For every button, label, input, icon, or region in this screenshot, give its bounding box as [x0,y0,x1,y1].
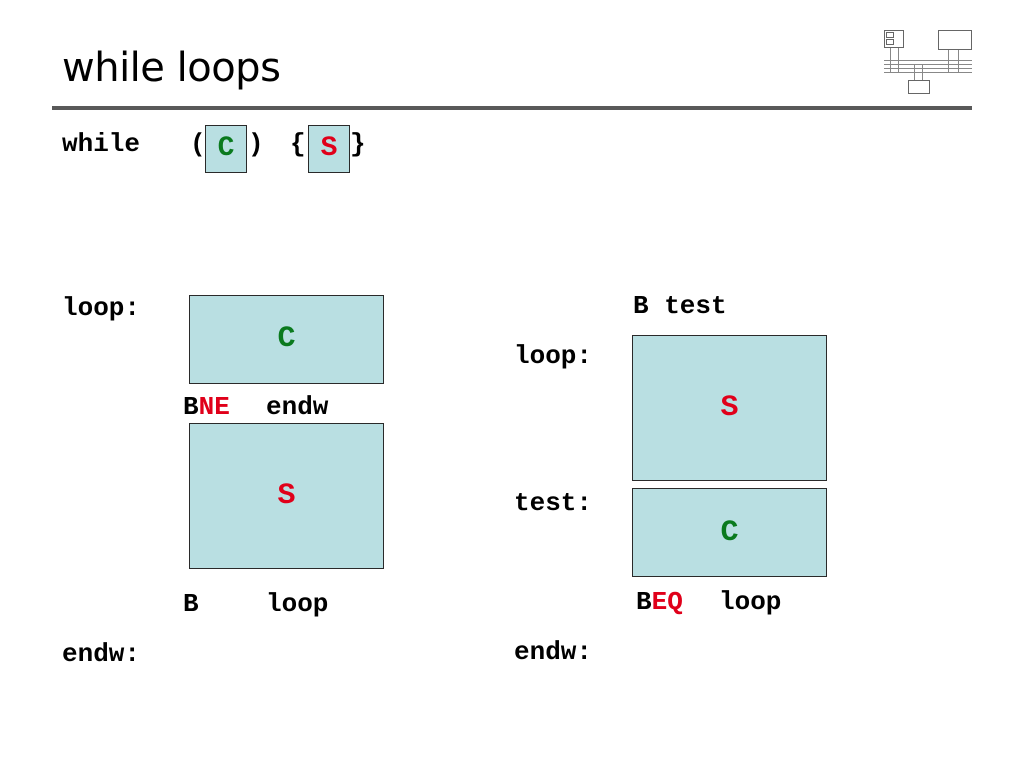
left-b-instruction: B [183,589,199,619]
right-test-label: test: [514,488,593,518]
beq-b: B [636,587,652,617]
right-endw-label: endw: [514,637,593,667]
right-condition-label: C [720,516,739,550]
open-brace: { [290,129,306,159]
right-statement-box: S [632,335,827,481]
beq-eq: EQ [651,587,683,617]
condition-box-small: C [205,125,247,173]
right-statement-label: S [720,391,739,425]
bne-ne: NE [198,392,230,422]
bne-b: B [183,392,199,422]
right-beq-instruction: BEQ [636,587,683,617]
left-bne-instruction: BNE [183,392,230,422]
right-beq-target: loop [719,587,782,617]
left-statement-label: S [277,479,296,513]
close-paren: ) [248,129,264,159]
right-b-test-instruction: B test [633,291,727,321]
statement-box-small: S [308,125,350,173]
left-loop-label: loop: [62,293,141,323]
statement-label: S [320,133,338,164]
left-b-target: loop [266,589,329,619]
left-bne-target: endw [266,392,329,422]
right-condition-box: C [632,488,827,577]
while-keyword: while [62,129,141,159]
open-paren: ( [190,129,206,159]
left-statement-box: S [189,423,384,569]
right-loop-label: loop: [514,341,593,371]
left-condition-box: C [189,295,384,384]
computer-architecture-diagram-icon [882,28,974,98]
left-endw-label: endw: [62,639,141,669]
close-brace: } [350,129,366,159]
condition-label: C [217,133,235,164]
title-divider [52,106,972,110]
left-condition-label: C [277,322,296,356]
slide-title: while loops [62,45,281,91]
